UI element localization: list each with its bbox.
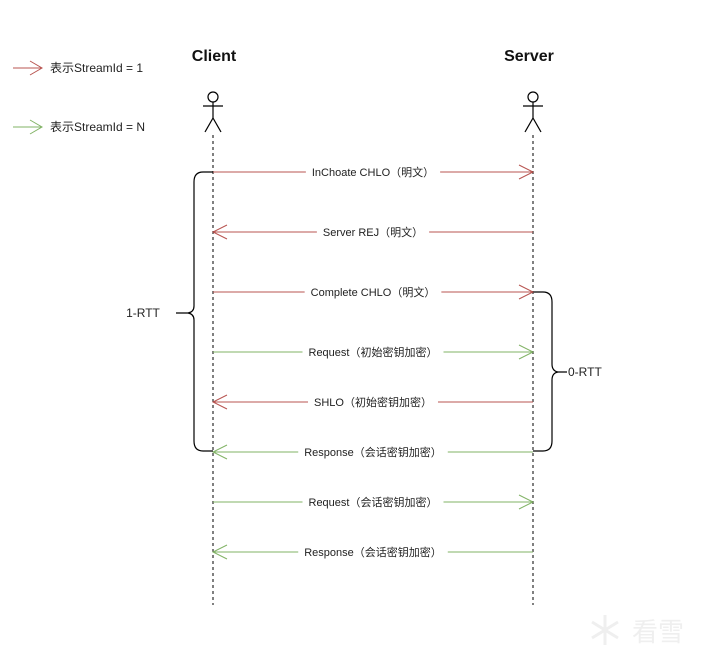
message-arrowhead: [518, 494, 535, 510]
message-label: Request（初始密钥加密）: [309, 345, 438, 359]
message-arrowhead: [211, 444, 228, 460]
message-arrowhead: [518, 344, 535, 360]
actor-title-client: Client: [192, 48, 237, 65]
messages: InChoate CHLO（明文） Server REJ（明文） Complete …: [211, 164, 535, 560]
bracket-label-1rtt: 1-RTT: [126, 306, 160, 320]
legend-label-streamN: 表示StreamId = N: [50, 120, 145, 134]
message-1: InChoate CHLO（明文）: [213, 164, 535, 180]
message-label: Complete CHLO（明文）: [311, 285, 436, 299]
message-label: SHLO（初始密钥加密）: [314, 395, 432, 409]
message-arrowhead: [211, 394, 228, 410]
message-label: InChoate CHLO（明文）: [312, 165, 434, 179]
message-6: Response（会话密钥加密）: [211, 444, 533, 460]
message-3: Complete CHLO（明文）: [213, 284, 535, 300]
message-2: Server REJ（明文）: [211, 224, 533, 240]
legend-arrowhead-streamN: [29, 119, 43, 135]
actor-figure-client: [203, 91, 223, 133]
watermark-text: 看雪: [632, 617, 684, 647]
message-4: Request（初始密钥加密）: [213, 344, 535, 360]
message-label: Response（会话密钥加密）: [304, 445, 442, 459]
message-5: SHLO（初始密钥加密）: [211, 394, 533, 410]
watermark: 看雪: [591, 615, 684, 647]
legend: 表示StreamId = 1 表示StreamId = N: [13, 60, 145, 135]
message-arrowhead: [518, 164, 535, 180]
message-label: Server REJ（明文）: [323, 225, 423, 239]
legend-arrowhead-stream1: [29, 60, 43, 76]
bracket-0rtt: [533, 291, 567, 452]
message-arrowhead: [211, 544, 228, 560]
actor-title-server: Server: [504, 48, 554, 65]
legend-item-streamN: 表示StreamId = N: [13, 119, 145, 135]
message-label: Response（会话密钥加密）: [304, 545, 442, 559]
actor-figure-server: [523, 91, 543, 133]
legend-item-stream1: 表示StreamId = 1: [13, 60, 143, 76]
snowflake-icon: [591, 615, 619, 645]
message-arrowhead: [211, 224, 228, 240]
message-label: Request（会话密钥加密）: [309, 495, 438, 509]
message-7: Request（会话密钥加密）: [213, 494, 535, 510]
bracket-1rtt: [176, 171, 213, 452]
bracket-label-0rtt: 0-RTT: [568, 365, 602, 379]
message-arrowhead: [518, 284, 535, 300]
message-8: Response（会话密钥加密）: [211, 544, 533, 560]
legend-label-stream1: 表示StreamId = 1: [50, 61, 143, 75]
